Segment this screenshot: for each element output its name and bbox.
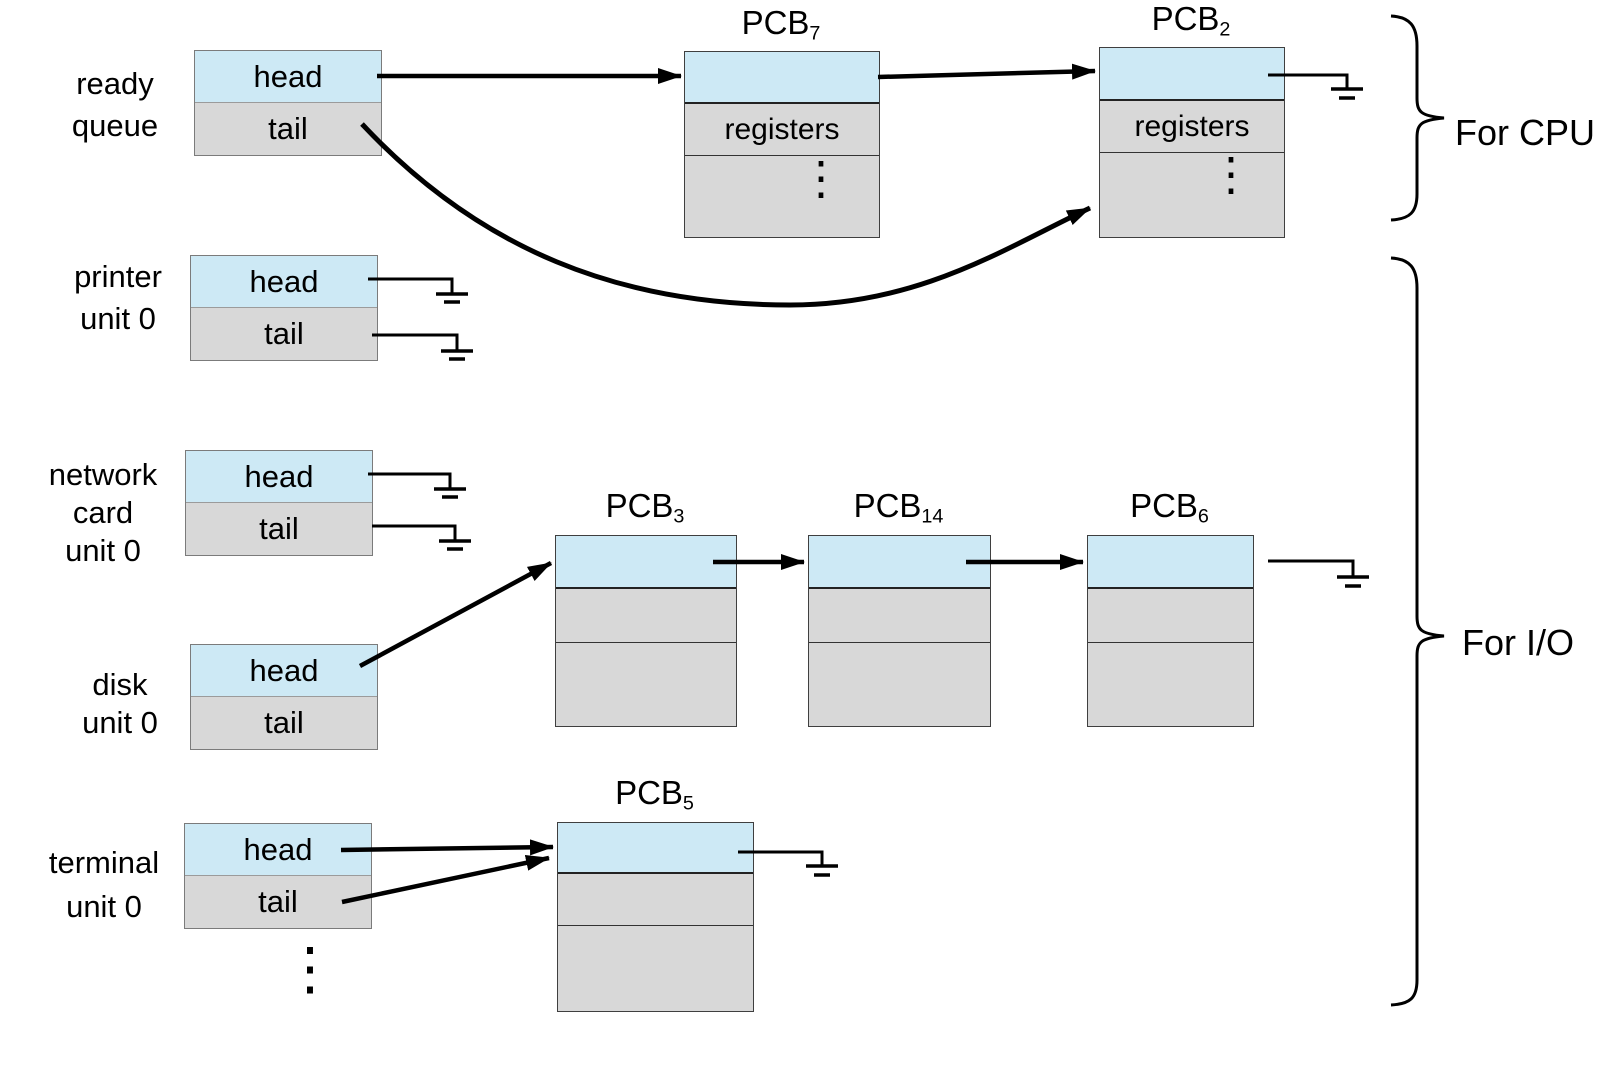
pcb2-body-row xyxy=(1100,153,1284,237)
printer-queue-box: head tail xyxy=(190,255,378,361)
ready-queue-tail-cell: tail xyxy=(195,103,381,155)
pcb-subscript: 6 xyxy=(1197,505,1209,528)
pcb-subscript: 3 xyxy=(673,505,685,528)
brace-for-io xyxy=(1390,256,1445,1007)
terminal-vertical-ellipsis-icon: ⋮ xyxy=(281,936,339,1001)
disk-queue-box: head tail xyxy=(190,644,378,750)
pcb7-body-row xyxy=(685,156,879,237)
pcb6-mid-row xyxy=(1088,589,1253,643)
null-pointer-pcb6-icon xyxy=(1268,559,1369,588)
arrow-terminal-tail-to-pcb5 xyxy=(341,854,550,905)
label-line: unit 0 xyxy=(66,889,142,924)
network-card-queue-box: head tail xyxy=(185,450,373,556)
pcb5-link-row xyxy=(558,823,753,874)
label-line: unit 0 xyxy=(65,533,141,568)
pcb-subscript: 14 xyxy=(921,505,944,528)
pcb2-title: PCB2 xyxy=(1099,0,1283,42)
pcb3-title: PCB3 xyxy=(555,487,735,529)
pcb-subscript: 7 xyxy=(809,22,821,45)
pcb14-mid-row xyxy=(809,589,990,643)
label-line: disk xyxy=(92,667,148,702)
null-pointer-network-head-icon xyxy=(368,472,466,499)
printer-queue-tail-cell: tail xyxy=(191,308,377,360)
pcb2-box: registers xyxy=(1099,47,1285,238)
disk-queue-tail-cell: tail xyxy=(191,697,377,749)
pcb6-body-row xyxy=(1088,643,1253,726)
pcb6-title: PCB6 xyxy=(1087,487,1252,529)
terminal-queue-label: terminal unit 0 xyxy=(25,841,183,929)
null-pointer-network-tail-icon xyxy=(372,524,471,551)
pcb2-vertical-ellipsis-icon: ⋮ xyxy=(1208,148,1254,200)
pcb7-registers-row: registers xyxy=(685,104,879,156)
pcb3-link-row xyxy=(556,536,736,589)
label-line: unit 0 xyxy=(82,705,158,740)
arrow-disk-head-to-pcb3 xyxy=(358,561,553,668)
label-line: terminal xyxy=(48,845,160,880)
pcb2-registers-row: registers xyxy=(1100,101,1284,153)
pcb3-mid-row xyxy=(556,589,736,643)
network-card-queue-head-cell: head xyxy=(186,451,372,503)
pcb2-link-row xyxy=(1100,48,1284,101)
network-card-queue-label: network card unit 0 xyxy=(28,456,178,570)
pcb-name: PCB xyxy=(1151,0,1220,37)
terminal-queue-tail-cell: tail xyxy=(185,876,371,928)
label-line: ready xyxy=(76,66,154,101)
terminal-queue-box: head tail xyxy=(184,823,372,929)
pcb7-title: PCB7 xyxy=(684,4,878,46)
null-pointer-printer-head-icon xyxy=(368,277,468,304)
disk-queue-label: disk unit 0 xyxy=(45,666,195,742)
label-line: queue xyxy=(71,108,159,143)
pcb6-box xyxy=(1087,535,1254,727)
pcb14-link-row xyxy=(809,536,990,589)
label-line: card xyxy=(72,495,134,530)
pcb5-box xyxy=(557,822,754,1012)
pcb-subscript: 2 xyxy=(1219,18,1231,41)
pcb3-body-row xyxy=(556,643,736,726)
label-line: unit 0 xyxy=(80,301,156,336)
pcb5-title: PCB5 xyxy=(557,774,752,816)
pcb14-body-row xyxy=(809,643,990,726)
pcb-name: PCB xyxy=(605,487,674,524)
label-line: printer xyxy=(74,259,162,294)
pcb7-vertical-ellipsis-icon: ⋮ xyxy=(798,152,844,204)
pcb-name: PCB xyxy=(1130,487,1198,524)
printer-queue-label: printer unit 0 xyxy=(43,256,193,340)
label-line: network xyxy=(48,457,158,492)
pcb5-body-row xyxy=(558,926,753,1011)
arrow-terminal-head-to-pcb5 xyxy=(340,839,554,856)
ready-queue-box: head tail xyxy=(194,50,382,156)
pcb-name: PCB xyxy=(741,4,810,41)
pcb-name: PCB xyxy=(853,487,922,524)
network-card-queue-tail-cell: tail xyxy=(186,503,372,555)
ready-queue-head-cell: head xyxy=(195,51,381,103)
brace-for-cpu xyxy=(1390,14,1445,222)
printer-queue-head-cell: head xyxy=(191,256,377,308)
terminal-queue-head-cell: head xyxy=(185,824,371,876)
ready-queue-label: ready queue xyxy=(40,63,190,147)
pcb7-link-row xyxy=(685,52,879,104)
pcb6-link-row xyxy=(1088,536,1253,589)
pcb-name: PCB xyxy=(615,774,683,811)
arrow-pcb7-to-pcb2 xyxy=(877,63,1096,80)
pcb5-mid-row xyxy=(558,874,753,926)
for-cpu-label: For CPU xyxy=(1455,112,1596,153)
pcb14-box xyxy=(808,535,991,727)
pcb14-title: PCB14 xyxy=(808,487,989,529)
disk-queue-head-cell: head xyxy=(191,645,377,697)
pcb3-box xyxy=(555,535,737,727)
pcb-subscript: 5 xyxy=(682,792,694,815)
pcb7-box: registers xyxy=(684,51,880,238)
for-io-label: For I/O xyxy=(1462,622,1575,663)
null-pointer-printer-tail-icon xyxy=(372,333,473,361)
